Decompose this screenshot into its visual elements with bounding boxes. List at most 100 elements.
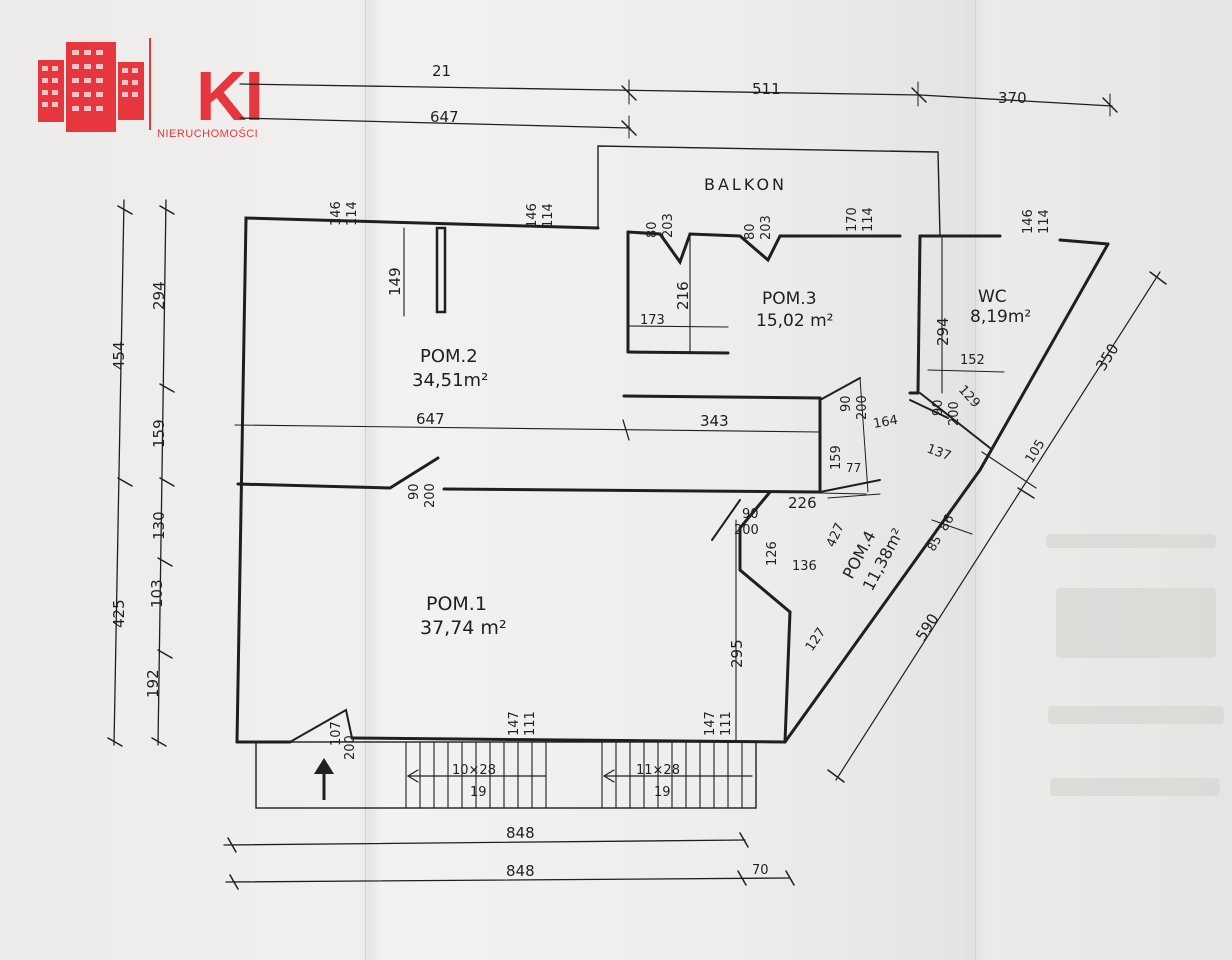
opening-label: 114 (861, 207, 876, 232)
opening-label: 114 (541, 203, 556, 228)
dim-label: 127 (803, 625, 829, 654)
dim-line-diag (835, 271, 1161, 781)
dim-label: 343 (700, 412, 729, 430)
opening-label: 200 (423, 483, 438, 508)
dim-label: 454 (110, 341, 128, 370)
dim-label: 425 (110, 599, 128, 628)
opening-label: 80 (743, 223, 758, 240)
wall-west (235, 216, 248, 744)
dim-label: 159 (150, 419, 168, 448)
opening-label: 200 (343, 735, 358, 760)
stairs-steps (405, 741, 743, 809)
dim-label: 590 (912, 610, 942, 644)
dim-label: 126 (765, 541, 780, 566)
dim-label: 19 (654, 785, 671, 800)
dim-line-848b (225, 877, 791, 883)
opening-label: 114 (345, 201, 360, 226)
dim-line-mid (234, 424, 821, 433)
dim-label: 85 (924, 533, 944, 553)
opening-label: 90 (742, 507, 759, 522)
wall-pom1-pom2 (442, 487, 822, 494)
dim-label: 173 (640, 313, 665, 328)
room-pom1-name: POM.1 (426, 593, 487, 615)
dim-label: 105 (1023, 437, 1049, 466)
dim-label: 350 (1092, 340, 1122, 374)
opening-label: 146 (329, 201, 344, 226)
dim-label: 152 (960, 353, 985, 368)
dim-label: 848 (506, 824, 535, 842)
opening-label: 170 (845, 207, 860, 232)
blurred-text-region (1040, 510, 1232, 840)
opening-label: 107 (329, 721, 344, 746)
opening-label: 80 (645, 221, 660, 238)
room-wc-area: 8,19m² (970, 307, 1031, 327)
opening-label: 200 (855, 395, 870, 420)
dim-label: 130 (150, 511, 168, 540)
logo-divider (149, 38, 151, 130)
dim-label: 103 (148, 579, 166, 608)
room-pom3-area: 15,02 m² (756, 311, 833, 331)
buildings-icon (38, 42, 144, 132)
company-logo: KI NIERUCHOMOŚCI (36, 36, 276, 146)
logo-tagline: NIERUCHOMOŚCI (157, 128, 259, 140)
opening-label: 90 (839, 395, 854, 412)
opening-label: 114 (1037, 209, 1052, 234)
dim-label: 164 (872, 413, 899, 432)
wall-north-pom3 (626, 230, 902, 266)
room-wc-name: WC (978, 287, 1007, 307)
dim-label: 10×28 (452, 763, 496, 778)
dim-label: 226 (788, 494, 817, 512)
dim-label: 159 (829, 445, 844, 470)
room-pom1-area: 37,74 m² (420, 617, 507, 639)
balcony-outline (597, 145, 941, 237)
dim-line-left-outer (113, 199, 125, 746)
dim-label: 427 (824, 521, 848, 550)
opening-label: 90 (407, 483, 422, 500)
dim-label: 137 (925, 442, 953, 465)
dim-label: 647 (416, 410, 445, 428)
dim-label: 511 (752, 80, 781, 98)
opening-label: 111 (523, 711, 538, 736)
dim-label: 19 (470, 785, 487, 800)
opening-label: 146 (525, 203, 540, 228)
wall-diagonal-sw (783, 468, 982, 744)
opening-label: 147 (507, 711, 522, 736)
dim-line-left-inner (157, 199, 167, 746)
dim-line-647 (239, 117, 631, 129)
dim-label: 294 (150, 281, 168, 310)
paper-fold-line (365, 0, 366, 960)
dim-label: 848 (506, 862, 535, 880)
balcony-label: BALKON (704, 175, 787, 194)
room-pom3-name: POM.3 (762, 289, 817, 309)
dim-line-top (239, 83, 921, 96)
dim-label: 192 (144, 669, 162, 698)
dim-label: 647 (430, 108, 459, 126)
dim-label: 77 (846, 461, 861, 475)
opening-label: 203 (661, 213, 676, 238)
dim-label: 11×28 (636, 763, 680, 778)
opening-label: 90 (931, 399, 946, 416)
paper-fold-line (975, 0, 976, 960)
dim-label: 216 (674, 281, 692, 310)
pillar (435, 226, 447, 314)
entry-arrow-icon (314, 758, 334, 800)
opening-label: 111 (719, 711, 734, 736)
dim-label: 21 (432, 62, 451, 80)
dim-label: 370 (998, 89, 1027, 107)
dim-line-top-right (919, 94, 1113, 107)
wall-pom2-pom3 (622, 394, 822, 400)
stairs-outline (255, 741, 757, 809)
opening-label: 200 (947, 401, 962, 426)
dim-label: 294 (934, 317, 952, 346)
room-pom2-area: 34,51m² (412, 370, 488, 391)
wall-diagonal-ne (978, 242, 1110, 472)
dim-label: 136 (792, 559, 817, 574)
dim-label: 86 (936, 512, 957, 534)
opening-label: 203 (759, 215, 774, 240)
opening-label: 200 (734, 523, 759, 538)
dim-line-848a (223, 839, 746, 846)
room-pom2-name: POM.2 (420, 346, 478, 367)
dim-label: 70 (752, 863, 769, 878)
dim-label: 295 (728, 639, 746, 668)
